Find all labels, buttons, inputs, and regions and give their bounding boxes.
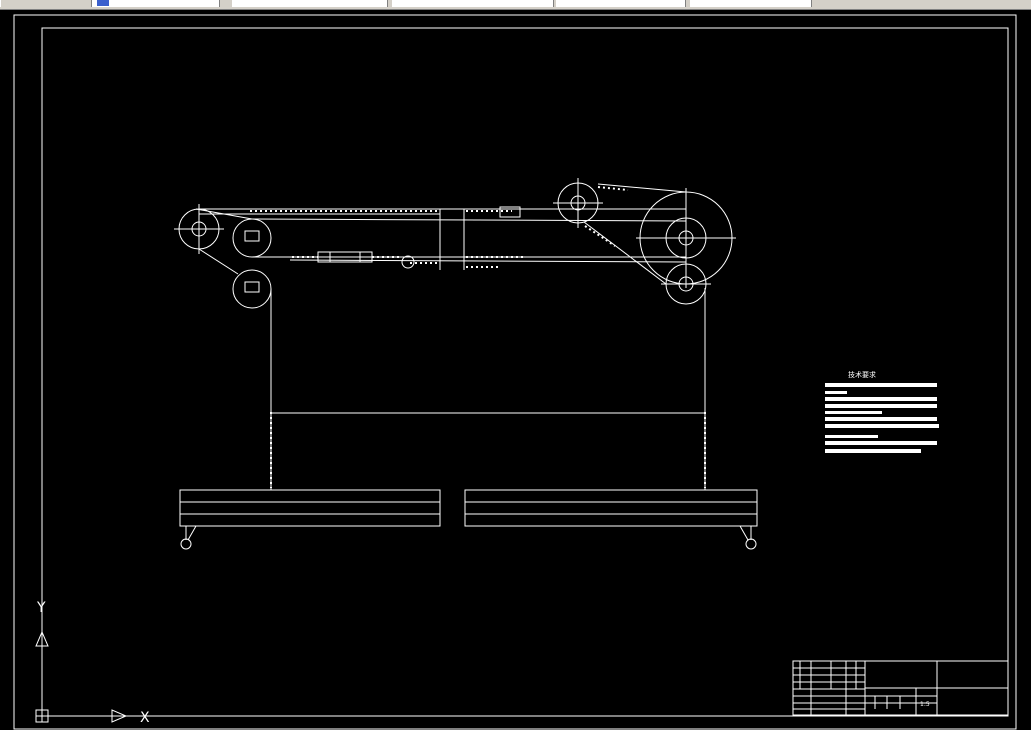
toolbar-segment[interactable] xyxy=(0,0,92,7)
plotstyle-dropdown[interactable] xyxy=(690,0,812,7)
drawing-canvas[interactable]: Y X 技术要求 xyxy=(0,9,1031,730)
linetype-dropdown[interactable] xyxy=(392,0,554,7)
ucs-icon xyxy=(35,612,130,723)
layer-dropdown[interactable] xyxy=(92,0,220,7)
layer-icon xyxy=(97,0,109,6)
left-pulley-group[interactable] xyxy=(174,204,272,309)
chain-segments xyxy=(250,186,706,488)
sheet-inner-border xyxy=(41,27,1009,717)
rope-lines xyxy=(199,208,706,490)
ucs-y-label: Y xyxy=(36,600,46,616)
sheet-outer-border xyxy=(13,14,1017,730)
title-scale: 1:5 xyxy=(920,701,930,708)
ucs-x-label: X xyxy=(140,710,150,726)
right-beam[interactable] xyxy=(464,489,758,550)
turnbuckle[interactable] xyxy=(317,206,521,269)
toolbar xyxy=(0,0,1031,10)
color-dropdown[interactable] xyxy=(232,0,388,7)
lineweight-dropdown[interactable] xyxy=(556,0,686,7)
notes-title: 技术要求 xyxy=(848,370,876,379)
technical-notes: 技术要求 xyxy=(825,370,939,453)
title-block xyxy=(792,660,1009,716)
right-pulley-group[interactable] xyxy=(553,178,736,305)
left-beam[interactable] xyxy=(179,489,441,550)
